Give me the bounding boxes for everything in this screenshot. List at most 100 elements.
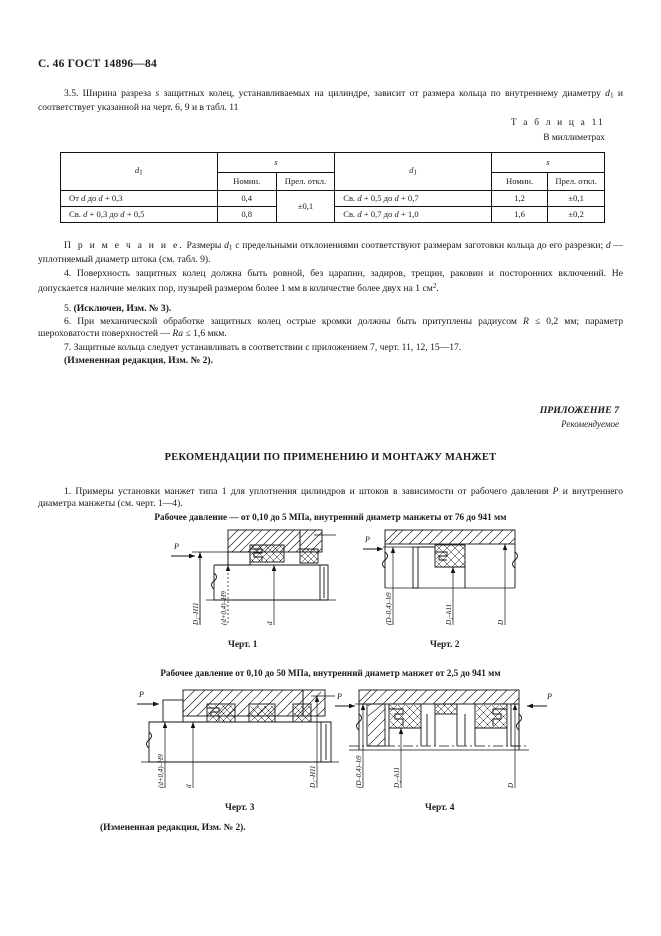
figure-4-label-2: D xyxy=(507,783,515,789)
table-row: d1 s d1 s xyxy=(60,152,606,191)
t-p: Св. xyxy=(343,209,358,219)
item5-bold: (Исключен, Изм. № 3). xyxy=(73,303,172,314)
t-m: + 0,3 до xyxy=(87,209,121,219)
header-d1-r: d xyxy=(409,164,414,175)
t-d: d xyxy=(98,193,103,203)
figure-4-drawing: (D–0,4)–h9 D₂–h11 D P P xyxy=(335,689,552,789)
item6-c: ≤ 1,6 мкм. xyxy=(183,328,227,340)
cell-nominal-left-1: 0,4 xyxy=(216,190,277,207)
figure-2-label-0: (D–0,4)–h9 xyxy=(385,592,393,625)
figure-3-label-2: D₁–H11 xyxy=(309,765,317,789)
figure-1-caption: Черт. 1 xyxy=(228,640,258,650)
item6-b: ≤ 0,2 мм; параметр шероховатости поверхн… xyxy=(38,316,623,340)
figure-1-drawing: D₁–H11 (d+0,4)–H9 d P xyxy=(171,529,336,626)
pressure-group-heading-2: Рабочее давление от 0,10 до 50 МПа, внут… xyxy=(160,668,501,678)
figure-1-pressure-symbol: P xyxy=(173,542,179,551)
header-deviation-right: Прел. откл. xyxy=(547,172,605,191)
p35-c: и соответствует указанной на черт. 6, 9 … xyxy=(38,88,623,113)
t-f: Св. xyxy=(343,193,358,203)
t-s: d xyxy=(394,209,399,219)
t-h: + 0,5 до xyxy=(361,193,395,203)
figure-1-label-2: d xyxy=(266,621,274,625)
header-d1-sub: 1 xyxy=(139,168,143,177)
figure-4-pressure-symbol: P xyxy=(336,692,342,701)
header-d1: d xyxy=(134,164,140,175)
cell-deviation-right-1: ±0,1 xyxy=(547,190,605,207)
p35-b: защитных колец, устанавливаемых на цилин… xyxy=(159,88,606,99)
cell-deviation-right-2: ±0,2 xyxy=(547,206,605,223)
table-row: Св. d + 0,3 до d + 0,5 0,8 Св. d + 0,7 д… xyxy=(60,206,605,223)
app1-a: 1. Примеры установки манжет типа 1 для у… xyxy=(64,486,553,497)
header-s-left: s xyxy=(274,157,278,167)
item5-num: 5. xyxy=(64,303,74,314)
figure-4-label-1: D₂–h11 xyxy=(393,767,401,789)
cell-nominal-right-1: 1,2 xyxy=(490,190,549,207)
app1-p: P xyxy=(552,486,559,497)
note-d: d xyxy=(605,240,611,251)
figure-2-label-1: D₂–h11 xyxy=(445,604,453,626)
cell-range-left-2: Св. d + 0,3 до d + 0,5 xyxy=(60,206,218,223)
figure-3-label-1: d xyxy=(185,784,193,788)
t-o: + 0,5 xyxy=(124,209,145,219)
note-paragraph: П р и м е ч а н и е. Размеры d1 с предел… xyxy=(38,240,623,266)
table-units: В миллиметрах xyxy=(543,133,605,143)
pressure-group-heading-1: Рабочее давление — от 0,10 до 5 МПа, вну… xyxy=(154,512,507,522)
figure-2-label-2: D xyxy=(497,620,505,626)
revision-note-1: (Измененная редакция, Изм. № 2). xyxy=(64,355,214,366)
app1-b: и внутреннего диаметра манжеты (см. черт… xyxy=(38,486,624,510)
t-i: d xyxy=(394,193,399,203)
t-t: + 1,0 xyxy=(398,209,419,219)
t-n: d xyxy=(120,209,125,219)
note-label: П р и м е ч а н и е. xyxy=(64,240,184,251)
paragraph-app-item-1: 1. Примеры установки манжет типа 1 для у… xyxy=(38,486,623,511)
table-row: Номин. Прел. откл. Номин. Прел. откл. xyxy=(61,172,605,191)
note-d1-sub: 1 xyxy=(228,243,233,252)
figure-2-pressure-symbol: P xyxy=(364,535,370,544)
item4-text: 4. Поверхность защитных колец должна быт… xyxy=(38,268,623,295)
t-a: От xyxy=(69,193,82,203)
header-nominal-left: Номин. xyxy=(216,172,277,191)
item6-r: R xyxy=(522,316,529,327)
p35-d1-sub: 1 xyxy=(609,91,614,100)
item6-a: 6. При механической обработке защитных к… xyxy=(64,316,523,327)
t-j: + 0,7 xyxy=(398,193,419,203)
appendix-kind: Рекомендуемое xyxy=(561,419,619,429)
header-d1-sub-r: 1 xyxy=(413,168,417,177)
t-q: d xyxy=(357,209,362,219)
figure-2-caption: Черт. 2 xyxy=(430,640,460,650)
t-c: до xyxy=(85,193,99,203)
header-s-right: s xyxy=(546,157,550,167)
appendix-number: ПРИЛОЖЕНИЕ 7 xyxy=(539,405,619,416)
cell-nominal-left-2: 0,8 xyxy=(216,206,277,223)
figure-1-label-0: D₁–H11 xyxy=(192,602,200,626)
figure-2-drawing: (D–0,4)–h9 D₂–h11 D P xyxy=(363,529,518,626)
t-b: d xyxy=(81,193,86,203)
item4-sup: 2 xyxy=(432,282,437,291)
revision-note-2: (Измененная редакция, Изм. № 2). xyxy=(100,823,246,833)
t-g: d xyxy=(357,193,362,203)
paragraph-item-5: 5. (Исключен, Изм. № 3). xyxy=(38,303,623,315)
figure-4-caption: Черт. 4 xyxy=(425,803,455,813)
cell-range-right-1: Св. d + 0,5 до d + 0,7 xyxy=(334,190,492,207)
figure-3-label-0: (d+0,4)–H9 xyxy=(157,754,165,788)
paragraph-item-6: 6. При механической обработке защитных к… xyxy=(38,316,623,341)
table-number: Т а б л и ц а 11 xyxy=(510,118,605,128)
item4-tail: . xyxy=(436,283,439,295)
header-deviation-left: Прел. откл. xyxy=(275,172,336,191)
figure-4-pressure-symbol-right: P xyxy=(546,692,552,701)
cell-nominal-right-2: 1,6 xyxy=(490,206,549,223)
cell-deviation-left: ±0,1 xyxy=(275,190,336,223)
figure-3-pressure-symbol: P xyxy=(138,690,144,699)
cell-range-left-1: От d до d + 0,3 xyxy=(60,190,218,207)
note-a: Размеры xyxy=(183,240,225,251)
header-nominal-right: Номин. xyxy=(490,172,549,191)
table-row: От d до d + 0,3 0,4 ±0,1 Св. d + 0,5 до … xyxy=(60,190,605,223)
figure-3-caption: Черт. 3 xyxy=(225,803,255,813)
p35-a: 3.5. Ширина разреза xyxy=(64,88,156,99)
cell-range-right-2: Св. d + 0,7 до d + 1,0 xyxy=(334,206,492,223)
paragraph-3-5: 3.5. Ширина разреза s защитных колец, ус… xyxy=(38,88,623,114)
table-11: d1 s d1 s Номин. Прел. откл. Номин. Прел… xyxy=(60,152,606,223)
p35-s: s xyxy=(155,88,160,99)
figure-3-drawing: (d+0,4)–H9 d D₁–H11 P xyxy=(137,689,339,789)
